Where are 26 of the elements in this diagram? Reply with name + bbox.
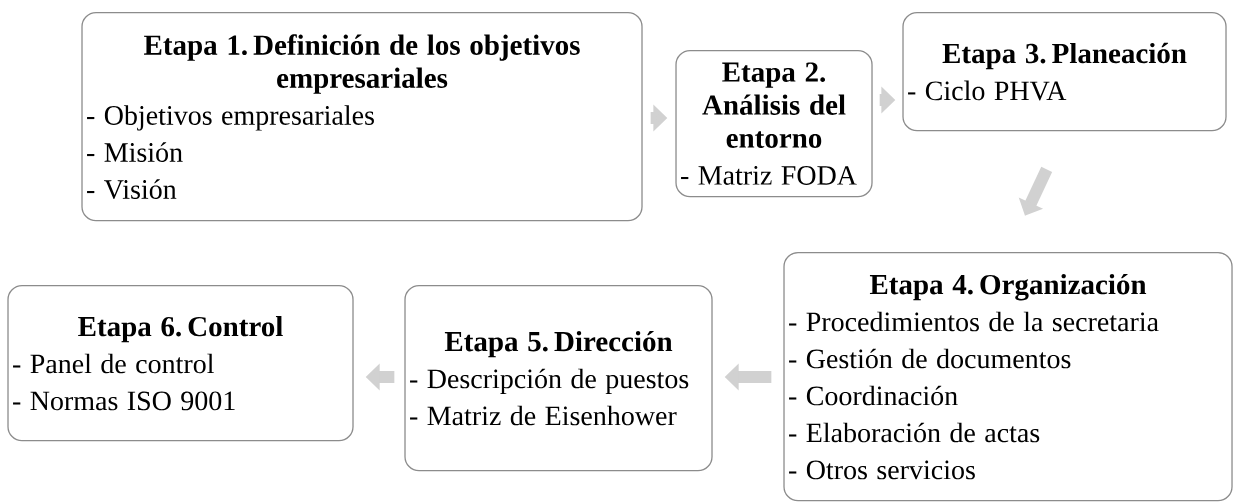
stage-title: Etapa 5. Dirección xyxy=(444,330,673,358)
list-item: - Gestión de documentos xyxy=(789,348,1071,369)
process-box xyxy=(81,12,643,222)
list-item: - Procedimientos de la secretaria xyxy=(789,311,1159,332)
stage-title: Etapa 3. Planeación xyxy=(942,42,1187,70)
list-item: - Objetivos empresariales xyxy=(87,105,374,131)
list-item: - Coordinación xyxy=(789,385,958,406)
stage-title: Etapa 2. Análisis del entorno xyxy=(702,62,846,148)
list-item: - Ciclo PHVA xyxy=(908,80,1067,101)
list-item: - Misión xyxy=(87,142,183,162)
stage-title: Etapa 1. Definición de los objetivos empresariales xyxy=(144,34,580,94)
list-item: - Elaboración de actas xyxy=(789,422,1040,443)
stage-title: Etapa 6. Control xyxy=(78,315,283,343)
list-item: - Matriz FODA xyxy=(681,166,857,185)
process-box xyxy=(7,285,354,442)
list-item: - Matriz de Eisenhower xyxy=(410,405,677,426)
list-item: - Panel de control xyxy=(13,353,214,374)
process-box xyxy=(675,50,873,198)
process-box xyxy=(783,252,1233,502)
stage-title: Etapa 4. Organización xyxy=(869,273,1147,301)
list-item: - Visión xyxy=(87,179,177,200)
process-box xyxy=(902,12,1227,132)
list-item: - Descripción de puestos xyxy=(410,368,689,395)
process-box xyxy=(404,285,713,472)
list-item: - Otros servicios xyxy=(789,460,975,480)
list-item: - Normas ISO 9001 xyxy=(13,391,235,411)
